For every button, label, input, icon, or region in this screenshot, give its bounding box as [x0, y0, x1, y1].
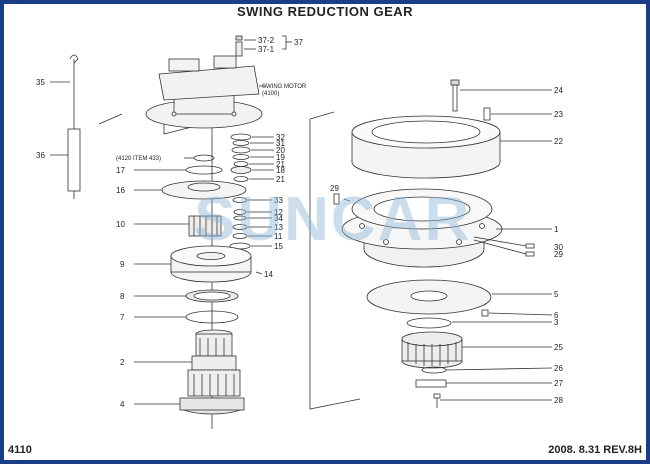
- bearing-4: [179, 397, 245, 415]
- callout-37-2: 37-2: [258, 36, 275, 45]
- pin-29a: [333, 193, 340, 205]
- housing-1: [341, 188, 503, 268]
- callout-21b: 21: [276, 175, 285, 184]
- callout-23: 23: [554, 110, 563, 119]
- exploded-diagram: SWING MOTOR (4100) (4120 ITEM 433) 35 36…: [36, 35, 563, 429]
- ring-32: [230, 133, 252, 141]
- drawing-sheet: SWING REDUCTION GEAR: [4, 4, 646, 460]
- washer-433: [193, 154, 215, 162]
- swing-motor: [145, 55, 263, 129]
- plug-29b: [525, 251, 535, 257]
- ring-12: [233, 209, 247, 215]
- callout-29b: 29: [554, 250, 563, 259]
- bolt-37-1: [235, 41, 243, 57]
- ring-21a: [233, 161, 249, 167]
- ring-21b: [233, 176, 249, 182]
- callout-37: 37: [294, 38, 303, 47]
- callout-16: 16: [116, 186, 125, 195]
- callout-29a: 29: [330, 184, 339, 193]
- callout-2: 2: [120, 358, 125, 367]
- callout-32: 32: [276, 133, 285, 142]
- callout-28: 28: [554, 396, 563, 405]
- ring-13: [232, 224, 248, 230]
- callout-35: 35: [36, 78, 45, 87]
- callout-5: 5: [554, 290, 559, 299]
- pin-23: [483, 107, 491, 121]
- right-frame-line: [309, 119, 361, 410]
- motor-frame-line: [98, 113, 123, 125]
- callout-11: 11: [274, 232, 283, 241]
- part-17: [185, 165, 223, 175]
- plug-30: [525, 243, 535, 249]
- callout-13: 13: [274, 223, 283, 232]
- right-frame-top: [309, 111, 335, 120]
- callout-10: 10: [116, 220, 125, 229]
- callout-15: 15: [274, 242, 283, 251]
- callout-34: 34: [274, 214, 283, 223]
- callout-9: 9: [120, 260, 125, 269]
- motor-label-code: (4100): [262, 91, 279, 97]
- revision-label: 2008. 8.31 REV.8H: [548, 444, 642, 456]
- callout-19: 19: [276, 153, 285, 162]
- callout-6: 6: [554, 311, 559, 320]
- callout-27: 27: [554, 379, 563, 388]
- ring-3: [406, 317, 452, 329]
- ring-31: [232, 140, 250, 146]
- callout-24: 24: [554, 86, 563, 95]
- callout-4: 4: [120, 400, 125, 409]
- ring-11: [232, 233, 248, 239]
- page-number: 4110: [8, 444, 32, 456]
- ring-20: [231, 146, 251, 154]
- shaft-2: [187, 329, 241, 397]
- ring-19: [232, 154, 250, 160]
- pipe-36: [67, 128, 81, 192]
- callout-33: 33: [274, 196, 283, 205]
- hook-35: [69, 54, 79, 64]
- bearing-18: [230, 166, 252, 174]
- callout-20: 20: [276, 146, 285, 155]
- item-note: (4120 ITEM 433): [116, 156, 161, 162]
- ring-gear-22: [351, 115, 501, 179]
- callout-1: 1: [554, 225, 559, 234]
- callout-25: 25: [554, 343, 563, 352]
- callout-31: 31: [276, 139, 285, 148]
- pin-33: [232, 197, 248, 203]
- callout-14: 14: [264, 270, 273, 279]
- bolt-6: [481, 309, 489, 317]
- motor-label: SWING MOTOR: [262, 84, 307, 90]
- callout-30: 30: [554, 243, 563, 252]
- callout-21a: 21: [276, 160, 285, 169]
- callout-36: 36: [36, 151, 45, 160]
- callout-18: 18: [276, 166, 285, 175]
- ring-34: [233, 215, 247, 221]
- callout-3: 3: [554, 318, 559, 327]
- gear-10: [188, 215, 222, 237]
- bolt-28: [433, 393, 441, 399]
- callout-7: 7: [120, 313, 125, 322]
- plate-27: [415, 379, 447, 388]
- callout-37-1: 37-1: [258, 45, 275, 54]
- callout-8: 8: [120, 292, 125, 301]
- callout-22: 22: [554, 137, 563, 146]
- callout-17: 17: [116, 166, 125, 175]
- bolt-24: [450, 79, 460, 86]
- callout-26: 26: [554, 364, 563, 373]
- drawing-title: SWING REDUCTION GEAR: [236, 4, 414, 19]
- carrier-9: [170, 245, 252, 283]
- bolt-37-2: [235, 35, 243, 41]
- watermark: SUNCAR: [194, 185, 472, 254]
- callout-12: 12: [274, 208, 283, 217]
